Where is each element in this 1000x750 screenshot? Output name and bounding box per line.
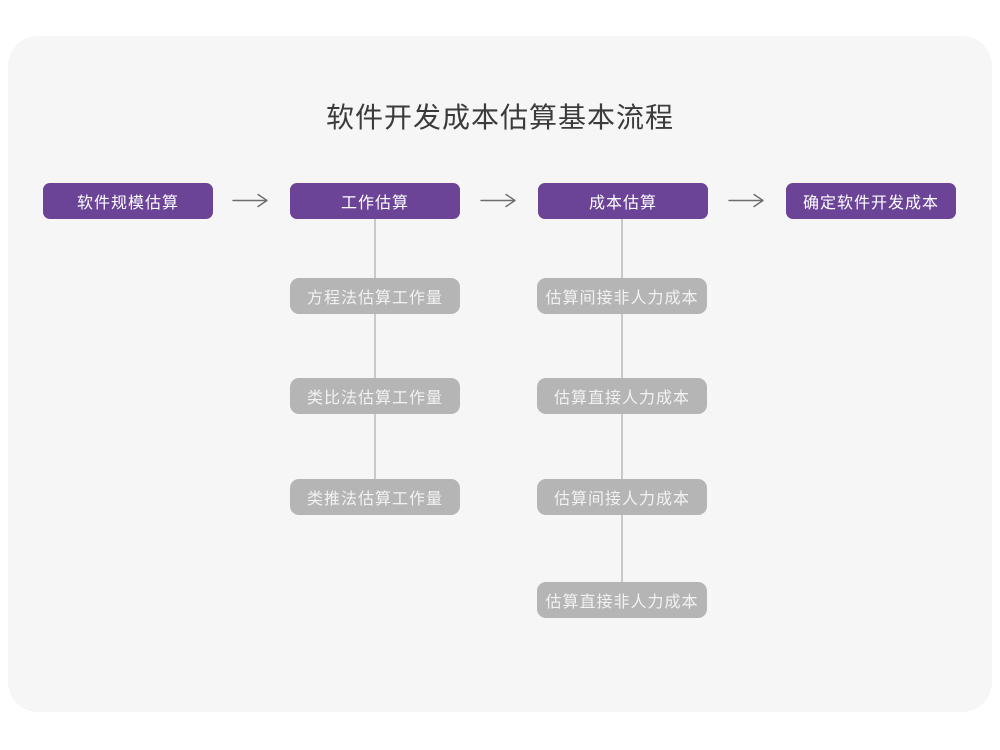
method-analogy-estimate-workload: 类比法估算工作量 — [290, 378, 460, 414]
flow-arrow-icon — [728, 193, 764, 208]
step-cost-estimation: 成本估算 — [538, 183, 708, 219]
flow-arrow-icon — [480, 193, 516, 208]
step-work-estimation: 工作估算 — [290, 183, 460, 219]
step-determine-development-cost: 确定软件开发成本 — [786, 183, 956, 219]
method-equation-estimate-workload: 方程法估算工作量 — [290, 278, 460, 314]
connector-line-work-estimation — [374, 219, 376, 497]
method-extrapolation-estimate-workload: 类推法估算工作量 — [290, 479, 460, 515]
cost-indirect-non-labor: 估算间接非人力成本 — [537, 278, 707, 314]
step-software-scale-estimation: 软件规模估算 — [43, 183, 213, 219]
diagram-title: 软件开发成本估算基本流程 — [325, 102, 674, 133]
flow-arrow-icon — [232, 193, 268, 208]
cost-indirect-labor: 估算间接人力成本 — [537, 479, 707, 515]
cost-direct-non-labor: 估算直接非人力成本 — [537, 582, 707, 618]
cost-direct-labor: 估算直接人力成本 — [537, 378, 707, 414]
diagram-card — [8, 36, 992, 712]
